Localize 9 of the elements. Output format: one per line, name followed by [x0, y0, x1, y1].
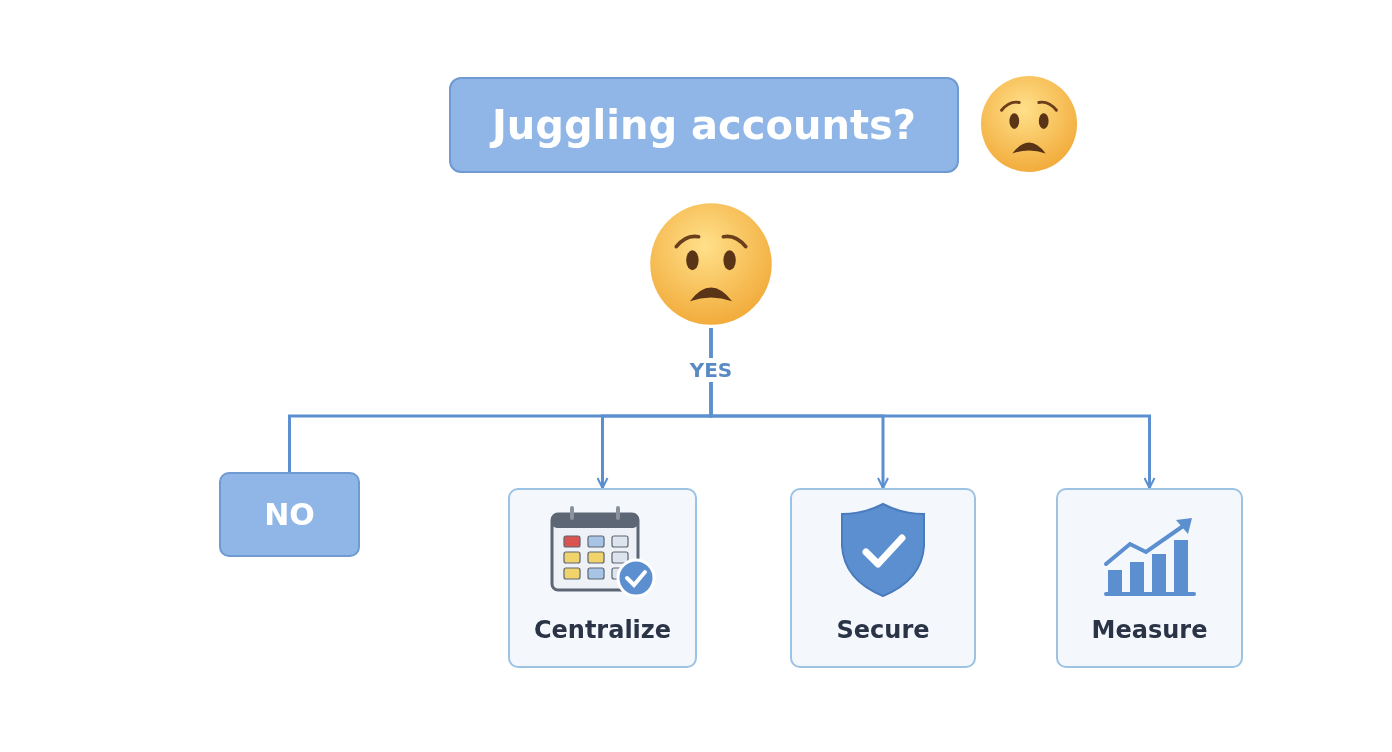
option-card	[790, 488, 976, 668]
answer-box: NO	[219, 472, 360, 557]
card-title: Measure	[1091, 616, 1208, 644]
card-title: Centralize	[533, 616, 672, 644]
connector-arrow	[709, 328, 1156, 489]
card-title: Secure	[836, 616, 930, 644]
option-card	[508, 488, 697, 668]
option-card	[1056, 488, 1243, 668]
question-box: Juggling accounts?	[449, 77, 959, 173]
